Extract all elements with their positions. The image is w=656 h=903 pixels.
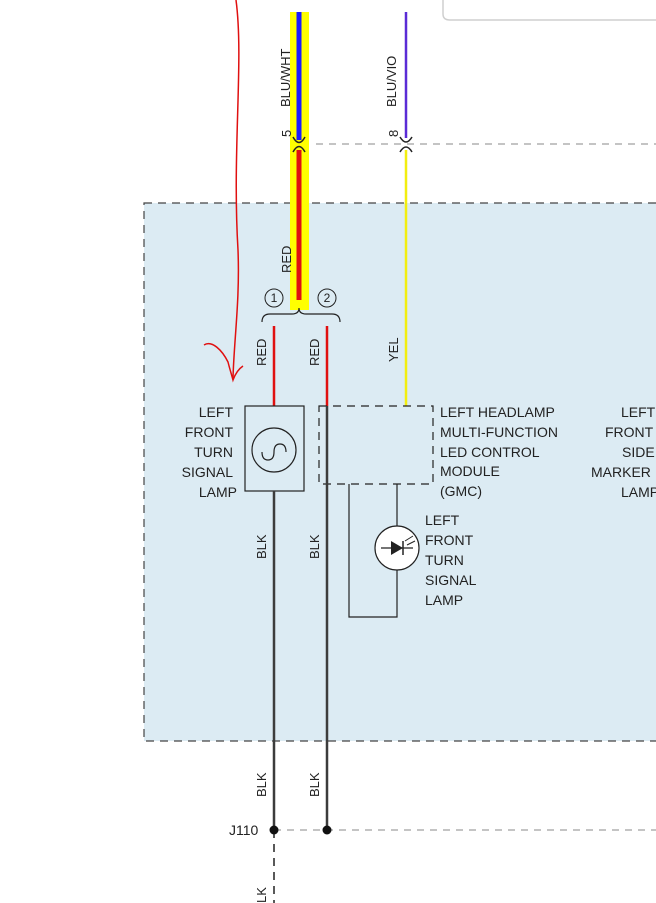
svg-text:LAMP: LAMP [621, 484, 656, 500]
wire-label-blu-wht: BLU/WHT [278, 48, 293, 107]
svg-text:FRONT: FRONT [425, 532, 474, 548]
svg-text:(GMC): (GMC) [440, 483, 482, 499]
bulb-lamp-label: LEFT FRONT TURN SIGNAL LAMP [182, 404, 237, 500]
svg-text:LEFT HEADLAMP: LEFT HEADLAMP [440, 404, 555, 420]
svg-text:MULTI-FUNCTION: MULTI-FUNCTION [440, 424, 558, 440]
svg-text:SIGNAL: SIGNAL [182, 464, 234, 480]
j110-node-right [322, 825, 332, 835]
splice-pin1: 1 [271, 291, 278, 305]
splice-pin1-circle [264, 288, 284, 308]
svg-text:SIGNAL: SIGNAL [425, 572, 477, 588]
svg-text:LAMP: LAMP [199, 484, 237, 500]
connector-label: J110 [229, 822, 259, 838]
svg-text:MODULE: MODULE [440, 463, 500, 479]
wire-label-blk-left-upper: BLK [254, 534, 269, 559]
wire-label-branch2: RED [307, 339, 322, 366]
svg-text:SIDE: SIDE [622, 444, 655, 460]
splice-pin2: 2 [324, 291, 331, 305]
annotation-arrow-icon [232, 0, 240, 379]
wire-label-blk-right-upper: BLK [307, 534, 322, 559]
bulb-icon [251, 427, 297, 473]
svg-text:FRONT: FRONT [185, 424, 234, 440]
svg-text:FRONT: FRONT [605, 424, 654, 440]
j110-node-left [269, 825, 279, 835]
pin5-connector-icon [292, 136, 306, 144]
svg-text:LED CONTROL: LED CONTROL [440, 444, 540, 460]
wire-label-blu-vio: BLU/VIO [384, 56, 399, 107]
wire-label-blk-right-lower: BLK [307, 772, 322, 797]
splice-brace [261, 307, 341, 323]
led-module-box [318, 405, 434, 485]
svg-text:LEFT: LEFT [199, 404, 234, 420]
wire-label-blk-bottom: LK [254, 887, 269, 903]
window-edge [442, 0, 656, 21]
wire-label-yel: YEL [386, 337, 401, 362]
svg-text:TURN: TURN [425, 552, 464, 568]
svg-text:LAMP: LAMP [425, 592, 463, 608]
svg-text:MARKER: MARKER [591, 464, 651, 480]
svg-text:TURN: TURN [194, 444, 233, 460]
led-lamp-label: LEFT FRONT TURN SIGNAL LAMP [425, 512, 477, 608]
wire-label-red-main: RED [279, 246, 294, 273]
splice-pin2-circle [317, 288, 337, 308]
wire-label-blk-left-lower: BLK [254, 772, 269, 797]
side-marker-label: LEFT FRONT SIDE MARKER LAMP [591, 404, 656, 500]
svg-text:LEFT: LEFT [425, 512, 460, 528]
svg-text:LEFT: LEFT [621, 404, 656, 420]
led-module-label: LEFT HEADLAMP MULTI-FUNCTION LED CONTROL… [440, 404, 558, 499]
pin8-connector-icon [399, 136, 413, 143]
pin-label-5: 5 [279, 130, 294, 137]
pin-label-8: 8 [386, 130, 401, 137]
wire-label-branch1: RED [254, 339, 269, 366]
